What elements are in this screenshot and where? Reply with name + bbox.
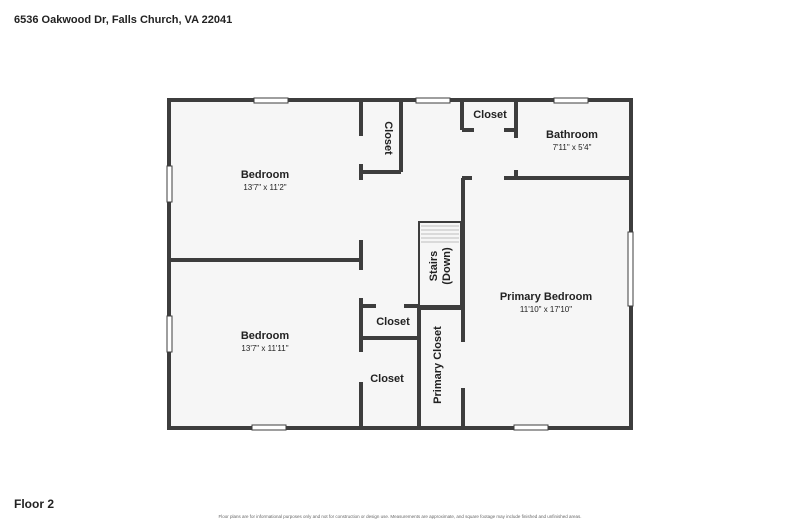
property-address: 6536 Oakwood Dr, Falls Church, VA 22041 (14, 14, 233, 26)
closet-top-name: Closet (473, 109, 507, 121)
primary-bedroom-name: Primary Bedroom (500, 291, 593, 303)
bedroom-2-dims: 13'7" x 11'11" (241, 344, 288, 353)
stairs-outline (418, 221, 462, 307)
windows (166, 97, 634, 431)
bedroom-1-dims: 13'7" x 11'2" (243, 183, 286, 192)
stairs-sublabel: (Down) (441, 247, 453, 285)
closet-mid-name: Closet (376, 316, 410, 328)
primary-closet-name: Primary Closet (432, 326, 444, 404)
primary-bedroom-dims: 11'10" x 17'10" (520, 305, 572, 314)
floor-label: Floor 2 (14, 497, 55, 511)
stairs-label: Stairs (428, 251, 440, 282)
bedroom-1-name: Bedroom (241, 169, 290, 181)
bathroom-dims: 7'11" x 5'4" (553, 143, 592, 152)
closet-vertical-name: Closet (382, 121, 394, 155)
bedroom-2-name: Bedroom (241, 330, 290, 342)
bathroom-name: Bathroom (546, 129, 598, 141)
door-openings (359, 128, 518, 388)
closet-lower-name: Closet (370, 373, 404, 385)
disclaimer: Floor plans are for informational purpos… (218, 514, 582, 519)
